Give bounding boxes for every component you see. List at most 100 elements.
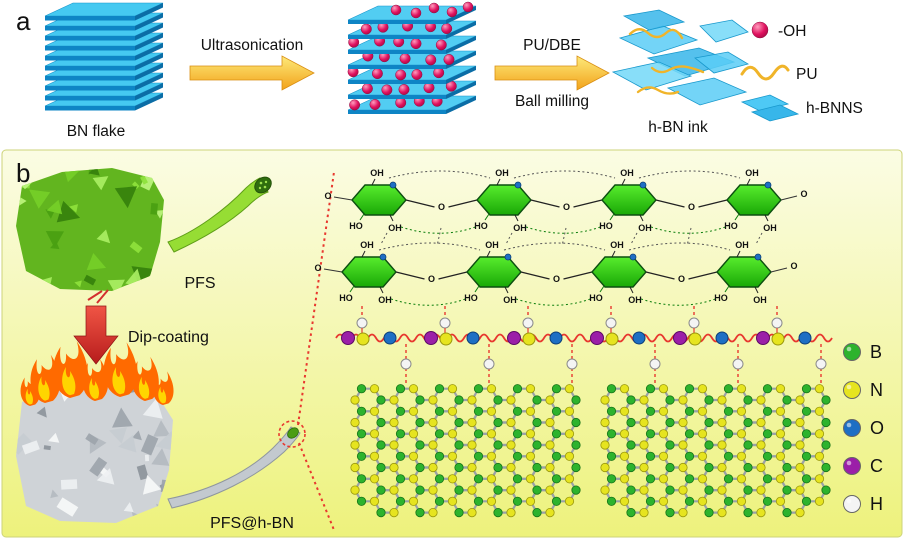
sponge-texture — [114, 186, 138, 209]
lattice-atom-B — [493, 507, 503, 518]
oh-ball — [446, 6, 458, 18]
atom-C — [673, 331, 687, 345]
hbond-dashed — [686, 227, 692, 247]
fiber-pore — [264, 180, 268, 184]
lattice-atom-N — [447, 474, 458, 484]
fiber-pore — [258, 186, 262, 190]
lattice-atom-N — [506, 462, 516, 473]
bond — [645, 271, 675, 280]
hbond-dashed — [378, 242, 481, 251]
chem-label-oh: OH — [370, 168, 384, 178]
lattice-atom-B — [626, 395, 636, 405]
pfs-fiber-body — [167, 177, 269, 253]
bond — [698, 199, 728, 208]
lattice-atom-N — [658, 384, 669, 394]
sponge-texture — [96, 229, 111, 244]
lattice-atom-B — [762, 496, 773, 506]
lattice-atom-N — [697, 496, 708, 506]
atom-H — [605, 317, 617, 329]
sponge-texture — [142, 398, 163, 419]
bn-layer-front — [45, 36, 135, 41]
lattice-atom-N — [369, 496, 380, 506]
lattice-atom-B — [376, 417, 386, 428]
lattice-atom-N — [600, 395, 610, 405]
fiber-pore — [263, 185, 267, 189]
oh-ball — [390, 4, 402, 16]
lattice-atom-B — [356, 496, 367, 506]
oh-ball — [441, 23, 453, 35]
lattice-atom-B — [801, 384, 812, 394]
atom-O — [549, 331, 563, 345]
ultrasonication-arrow — [189, 55, 315, 91]
atom-C — [590, 331, 604, 345]
chem-label-o: O — [800, 189, 807, 199]
lattice-atom-B — [723, 429, 734, 439]
chem-label-o: O — [688, 202, 695, 212]
lattice-atom-B — [665, 440, 675, 450]
hbond-dashed — [630, 232, 638, 245]
lattice-atom-N — [525, 474, 536, 484]
lattice-atom-B — [434, 429, 445, 439]
lattice-atom-B — [415, 507, 425, 518]
lattice-atom-B — [645, 451, 656, 461]
legend-atom-highlight — [846, 384, 852, 390]
sponge-texture — [29, 189, 51, 209]
lattice-atom-N — [545, 462, 555, 473]
oh-ball — [443, 54, 455, 65]
lattice-atom-N — [564, 451, 575, 461]
legend-hbnns-label: h-BNNS — [806, 100, 863, 117]
lattice-atom-B — [551, 429, 562, 439]
atom-N — [688, 332, 702, 346]
lattice-atom-B — [723, 384, 734, 394]
bond — [486, 250, 491, 258]
lattice-atom-N — [428, 395, 438, 405]
oh-ball — [462, 1, 474, 13]
lattice-nodes — [350, 384, 581, 518]
lattice-atom-N — [697, 429, 708, 439]
bond — [484, 213, 490, 221]
atom-O — [383, 331, 397, 345]
sponge-texture — [50, 489, 59, 499]
lattice-atom-N — [506, 485, 516, 495]
legend-atom-highlight — [846, 346, 852, 352]
sponge-texture — [129, 241, 143, 254]
lattice-atom-B — [762, 451, 773, 461]
lattice-atom-B — [356, 451, 367, 461]
lattice-atom-N — [678, 462, 688, 473]
lattice-atom-B — [415, 417, 425, 428]
bond — [688, 271, 718, 280]
lattice-atom-N — [350, 417, 360, 428]
chem-label-o: O — [790, 261, 797, 271]
panel-b-background — [1, 149, 903, 538]
lattice-atom-N — [717, 462, 727, 473]
hbond-dashed — [513, 170, 616, 179]
lattice-atom-N — [775, 474, 786, 484]
hbond-dashed — [628, 242, 731, 251]
lattice-atom-N — [600, 462, 610, 473]
chem-label-o: O — [678, 274, 685, 284]
atom-C — [756, 331, 770, 345]
atom-O — [715, 331, 729, 345]
lattice-atom-N — [736, 474, 747, 484]
sponge-texture — [43, 445, 51, 451]
lattice-atom-B — [571, 440, 581, 450]
hbn-ink-label: h-BN ink — [648, 119, 708, 136]
oh-ball — [381, 84, 393, 96]
lattice-atom-N — [350, 395, 360, 405]
lattice-atom-B — [665, 417, 675, 428]
lattice-atom-N — [447, 451, 458, 461]
bn-layer-side — [135, 93, 163, 111]
bn-layer-side — [135, 83, 163, 101]
lattice-atom-N — [486, 474, 497, 484]
lattice-atom-B — [532, 395, 542, 405]
lattice-atom-N — [678, 417, 688, 428]
lattice-atom-N — [447, 384, 458, 394]
lattice-atom-N — [814, 451, 825, 461]
bond — [504, 286, 509, 294]
atom-O — [798, 331, 812, 345]
bond — [599, 285, 605, 293]
lattice-atom-B — [434, 496, 445, 506]
legend-atom-ball-N — [843, 381, 861, 399]
lattice-atom-B — [415, 462, 425, 473]
